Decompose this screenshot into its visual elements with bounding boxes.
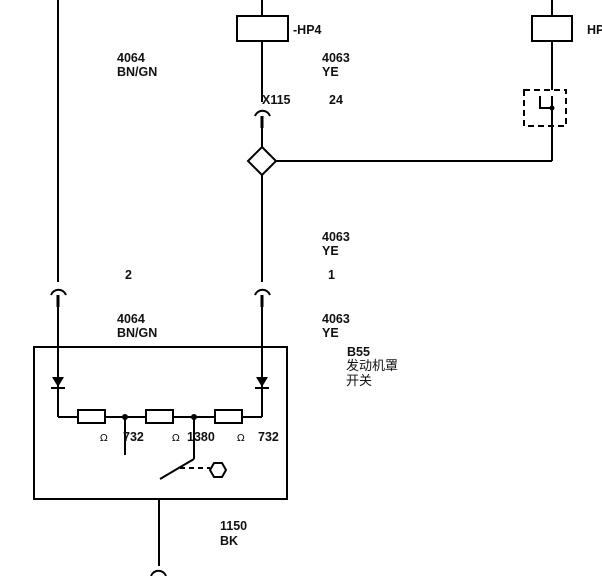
wire-4063-mid-color: YE xyxy=(322,244,339,258)
fuse-right xyxy=(531,15,573,42)
wire-4063-bottom-number: 4063 xyxy=(322,312,350,326)
ground-connector-arc xyxy=(150,569,167,576)
switch-blade xyxy=(159,458,195,480)
wire-4064-bottom-number: 4064 xyxy=(117,312,145,326)
connector-pin2-arc xyxy=(50,288,67,296)
wire-4064-bottom-color: BN/GN xyxy=(117,326,157,340)
resistor-2 xyxy=(145,409,174,424)
resistor-3-ohm: Ω xyxy=(237,433,245,444)
resistor-3 xyxy=(214,409,243,424)
connector-pin1-arc xyxy=(254,288,271,296)
connector-x115-arc xyxy=(254,109,271,117)
diode-left xyxy=(52,377,64,387)
resistor-1-ohm: Ω xyxy=(100,433,108,444)
wire-4063-top-color: YE xyxy=(322,65,339,79)
wire-4063-mid-number: 4063 xyxy=(322,230,350,244)
fuse-hp4-label: -HP4 xyxy=(293,23,322,37)
wire-4064-top-number: 4064 xyxy=(117,51,145,65)
resistor-2-ohm: Ω xyxy=(172,433,180,444)
wire-1150-number: 1150 xyxy=(220,519,247,533)
wire-4064-top-color: BN/GN xyxy=(117,65,157,79)
optional-switch-contact xyxy=(539,96,553,109)
component-b55-name-line2: 开关 xyxy=(346,374,372,389)
resistor-3-value: 732 xyxy=(258,430,279,444)
resistor-2-value: 1380 xyxy=(187,430,215,444)
optional-switch-box xyxy=(523,89,567,127)
connector-pin2-label: 2 xyxy=(125,268,132,282)
hexagon-actuator-icon xyxy=(208,462,228,478)
diode-right xyxy=(256,377,268,387)
fuse-right-label: HP xyxy=(587,23,602,37)
resistor-1-value: 732 xyxy=(123,430,144,444)
fuse-hp4 xyxy=(236,15,289,42)
splice-diamond xyxy=(246,145,278,177)
connector-pin1-label: 1 xyxy=(328,268,335,282)
connector-x115-name: X115 xyxy=(262,93,291,107)
resistor-1 xyxy=(77,409,106,424)
component-b55-id: B55 xyxy=(347,345,370,359)
wire-1150-color: BK xyxy=(220,534,238,548)
wire-4063-bottom-color: YE xyxy=(322,326,339,340)
connector-x115-pin-number: 24 xyxy=(329,93,343,107)
component-b55-name-line1: 发动机罩 xyxy=(346,358,398,374)
wire-4063-top-number: 4063 xyxy=(322,51,350,65)
